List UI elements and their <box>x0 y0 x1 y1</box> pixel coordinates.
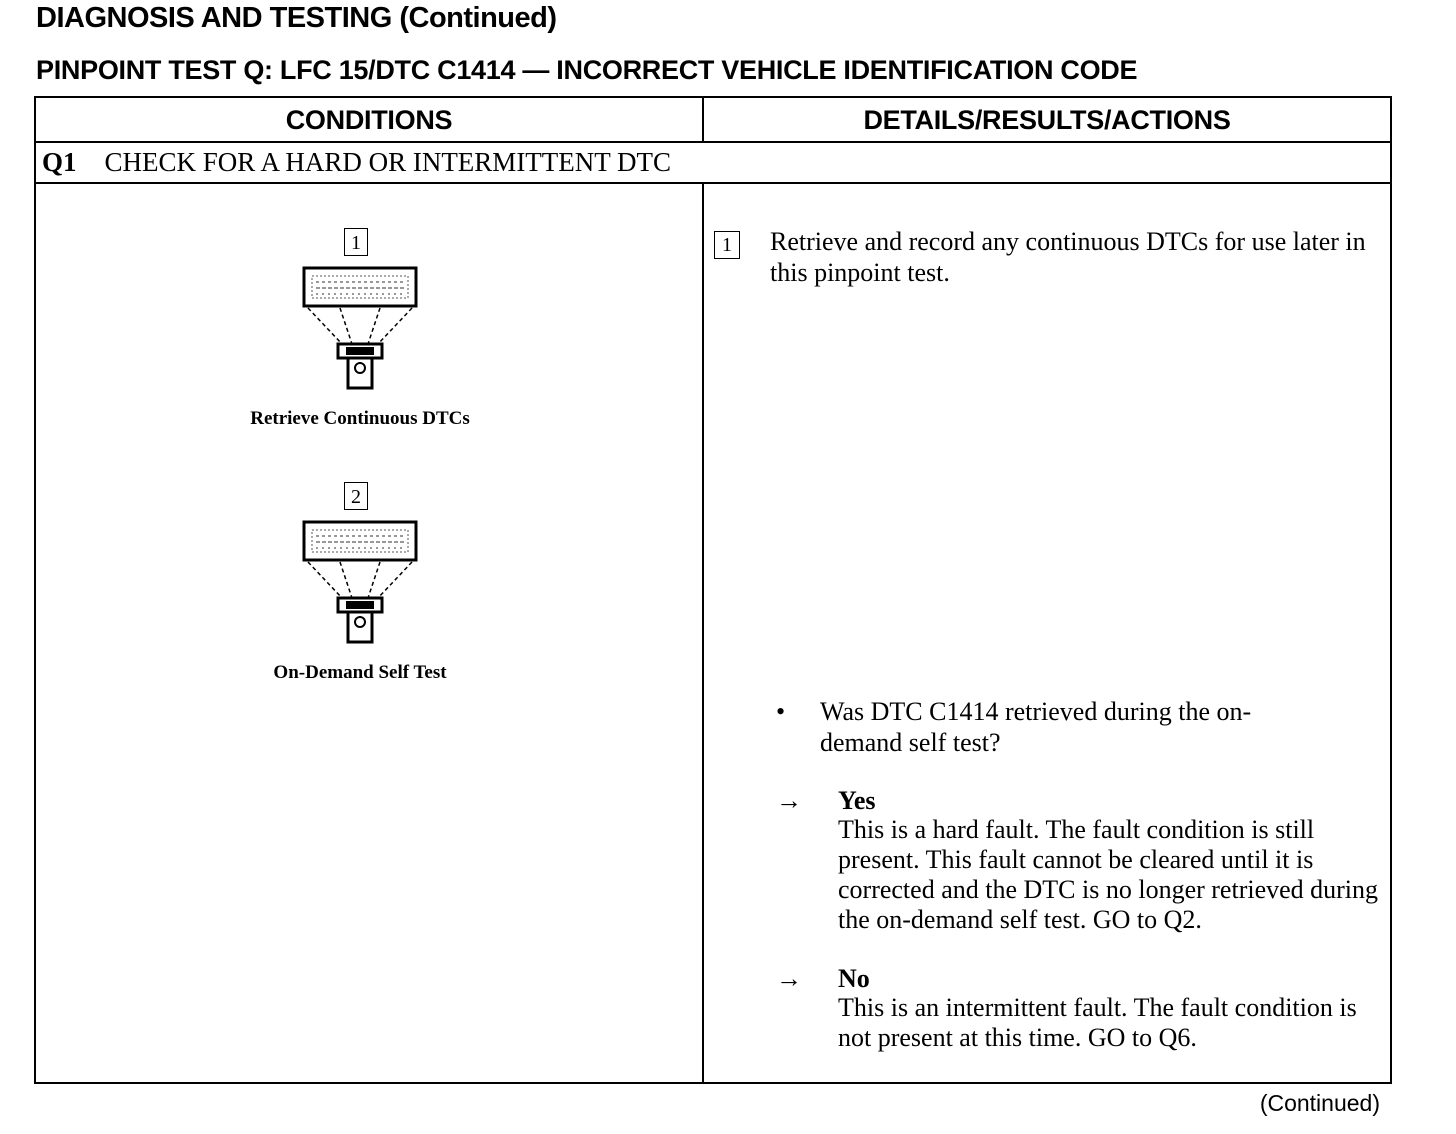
continued-footer: (Continued) <box>1259 1090 1380 1116</box>
action-number: 1 <box>714 231 740 259</box>
header-column-divider <box>702 98 704 141</box>
figure-caption: Retrieve Continuous DTCs <box>250 408 470 429</box>
pinpoint-test-table: CONDITIONS DETAILS/RESULTS/ACTIONS Q1 CHE… <box>34 96 1392 1084</box>
details-column-header: DETAILS/RESULTS/ACTIONS <box>863 105 1231 135</box>
result-label: No <box>838 964 870 993</box>
question-text: Was DTC C1414 retrieved during the on-de… <box>820 697 1252 757</box>
arrow-right-icon: → <box>776 964 802 993</box>
step-row-divider <box>36 182 1390 184</box>
step-id: Q1 <box>42 147 77 177</box>
action-text: Retrieve and record any continuous DTCs … <box>770 227 1366 287</box>
result-text: This is a hard fault. The fault conditio… <box>838 815 1379 934</box>
result-text: This is an intermittent fault. The fault… <box>838 993 1357 1052</box>
arrow-right-icon: → <box>776 786 802 815</box>
scan-tool-icon <box>302 520 418 644</box>
figure-caption: On-Demand Self Test <box>273 662 447 683</box>
figure-number: 2 <box>344 482 368 510</box>
page-heading: DIAGNOSIS AND TESTING (Continued) <box>36 2 557 34</box>
header-divider <box>36 141 1390 143</box>
step-title: CHECK FOR A HARD OR INTERMITTENT DTC <box>104 147 672 177</box>
figure-retrieve-continuous-dtcs: 1 Retrieve Continuous DTCs <box>236 228 484 438</box>
conditions-column-header: CONDITIONS <box>285 105 453 135</box>
figure-number: 1 <box>344 228 368 256</box>
pinpoint-test-title: PINPOINT TEST Q: LFC 15/DTC C1414 — INCO… <box>36 55 1138 85</box>
figure-on-demand-self-test: 2 On-Demand Self Test <box>236 482 484 692</box>
step-row: Q1 CHECK FOR A HARD OR INTERMITTENT DTC <box>42 144 671 180</box>
result-label: Yes <box>838 786 876 815</box>
scan-tool-icon <box>302 266 418 390</box>
bullet-icon: • <box>776 697 786 726</box>
column-divider <box>702 182 704 1082</box>
